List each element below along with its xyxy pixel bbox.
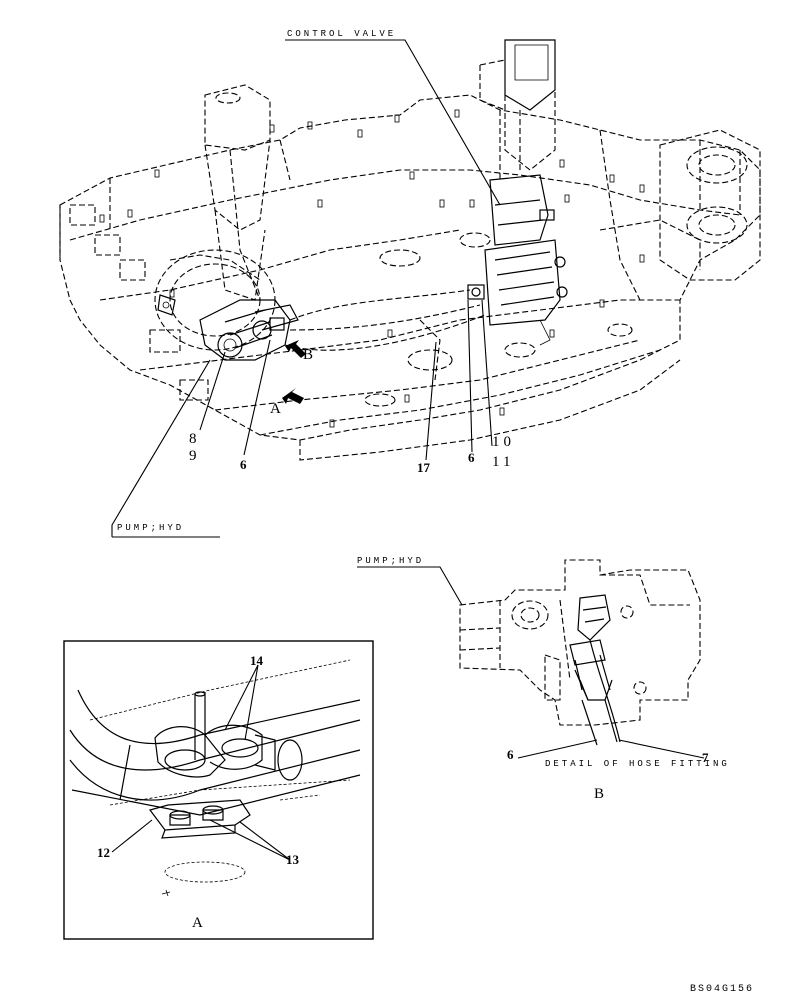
callout-14: 14 <box>250 653 263 668</box>
callout-8: 8 <box>189 431 201 447</box>
callout-6-mid: 6 <box>468 450 475 465</box>
arrow-a-label: A <box>270 401 281 417</box>
frame-bolts <box>99 109 645 428</box>
right-ear <box>599 129 761 281</box>
callout-7: 7 <box>702 750 709 765</box>
upper-frame-outline <box>59 94 761 461</box>
control-valve-assembly <box>467 174 568 346</box>
hose-runs <box>284 289 486 381</box>
detail-a-drawing <box>69 659 361 897</box>
frame-openings <box>364 232 633 407</box>
view-arrow-a <box>282 388 304 404</box>
callout-9: 9 <box>189 448 201 464</box>
arrow-b-label: B <box>303 347 314 363</box>
view-a-caption: A <box>192 915 203 931</box>
callout-11: 11 <box>492 454 515 470</box>
pump-hyd-detail-label: PUMP;HYD <box>357 556 425 566</box>
pump-assembly <box>154 249 299 361</box>
callout-17: 17 <box>417 460 430 475</box>
control-valve-label: CONTROL VALVE <box>287 29 397 39</box>
view-b-caption: B <box>594 786 605 802</box>
right-tower <box>479 39 556 171</box>
callout-6-detail: 6 <box>507 747 514 762</box>
drawing-code: BS04G156 <box>690 984 755 995</box>
leader-lines <box>111 39 501 538</box>
callout-12: 12 <box>97 845 110 860</box>
detail-b-drawing <box>357 559 705 759</box>
pump-hyd-main-label: PUMP;HYD <box>117 523 185 533</box>
callout-10: 10 <box>492 434 515 450</box>
callout-13: 13 <box>286 852 299 867</box>
detail-a-frame <box>63 640 374 940</box>
view-arrow-b <box>285 340 306 358</box>
callout-6-left: 6 <box>240 457 247 472</box>
detail-hose-fitting-caption: DETAIL OF HOSE FITTING <box>545 759 730 769</box>
